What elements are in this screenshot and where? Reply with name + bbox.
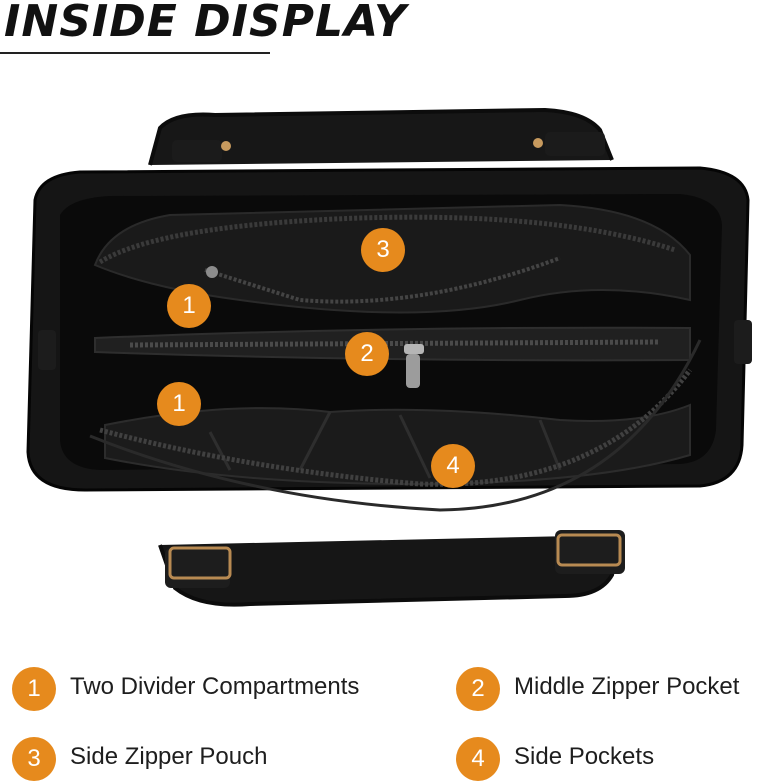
legend-item-side-zipper-pouch: 3 Side Zipper Pouch (12, 737, 412, 781)
legend-item-divider-compartments: 1 Two Divider Compartments (12, 667, 412, 711)
legend-label: Two Divider Compartments (70, 673, 360, 700)
photo-badge-divider-compartment-front: 1 (157, 382, 201, 426)
legend-number-badge: 2 (456, 667, 500, 711)
page-title: INSIDE DISPLAY (4, 0, 407, 47)
title-underline (0, 52, 270, 54)
photo-badge-divider-compartment-back: 1 (167, 284, 211, 328)
legend-number-badge: 3 (12, 737, 56, 781)
legend-label: Side Zipper Pouch (70, 743, 268, 770)
legend-number-badge: 4 (456, 737, 500, 781)
legend-label: Side Pockets (514, 743, 655, 770)
photo-badge-side-pockets: 4 (431, 444, 475, 488)
photo-badge-middle-zipper-pocket: 2 (345, 332, 389, 376)
photo-badge-side-zipper-pouch: 3 (361, 228, 405, 272)
legend-label: Middle Zipper Pocket (514, 673, 740, 700)
legend-number-badge: 1 (12, 667, 56, 711)
legend-item-side-pockets: 4 Side Pockets (456, 737, 766, 781)
legend-item-middle-zipper-pocket: 2 Middle Zipper Pocket (456, 667, 766, 711)
handbag-interior-photo (26, 107, 752, 607)
